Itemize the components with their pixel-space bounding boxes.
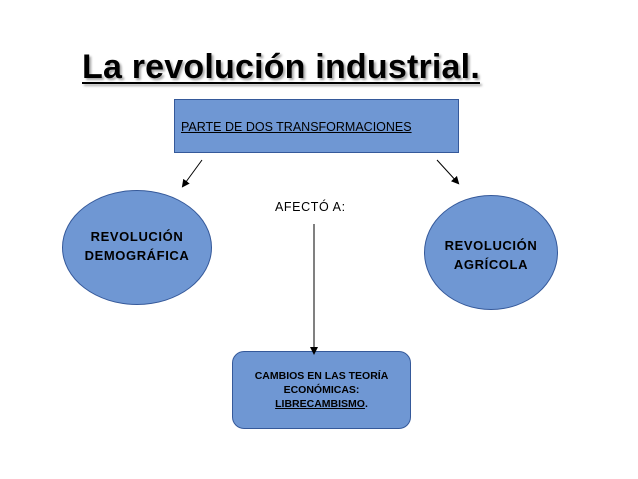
bottom-concept-label: CAMBIOS EN LAS TEORÍA ECONÓMICAS: LIBREC… [233, 369, 410, 411]
right-concept-line-1: REVOLUCIÓN [444, 238, 538, 253]
top-concept-box: PARTE DE DOS TRANSFORMACIONES [174, 99, 459, 153]
right-concept-ellipse: REVOLUCIÓN AGRÍCOLA [424, 195, 558, 310]
bottom-concept-line-2: ECONÓMICAS: [283, 384, 360, 396]
librecambismo-term: LIBRECAMBISMO [275, 398, 365, 410]
bottom-concept-line-1: CAMBIOS EN LAS TEORÍA [254, 370, 389, 382]
bottom-concept-line-3-suffix: . [364, 398, 368, 410]
page-title: La revolución industrial. [82, 48, 480, 86]
connector-label: AFECTÓ A: [275, 200, 346, 214]
left-concept-ellipse: REVOLUCIÓN DEMOGRÁFICA [62, 190, 212, 305]
bottom-concept-line-3: LIBRECAMBISMO. [233, 397, 410, 411]
left-concept-line-1: REVOLUCIÓN [90, 229, 184, 244]
top-concept-label: PARTE DE DOS TRANSFORMACIONES [181, 120, 412, 134]
right-concept-line-2: AGRÍCOLA [453, 257, 529, 272]
arrow-to-left-concept [181, 159, 203, 188]
right-concept-label: REVOLUCIÓN AGRÍCOLA [425, 236, 557, 274]
bottom-concept-box: CAMBIOS EN LAS TEORÍA ECONÓMICAS: LIBREC… [232, 351, 411, 429]
left-concept-label: REVOLUCIÓN DEMOGRÁFICA [63, 227, 211, 265]
arrow-to-right-concept [436, 159, 460, 185]
left-concept-line-2: DEMOGRÁFICA [84, 248, 190, 263]
